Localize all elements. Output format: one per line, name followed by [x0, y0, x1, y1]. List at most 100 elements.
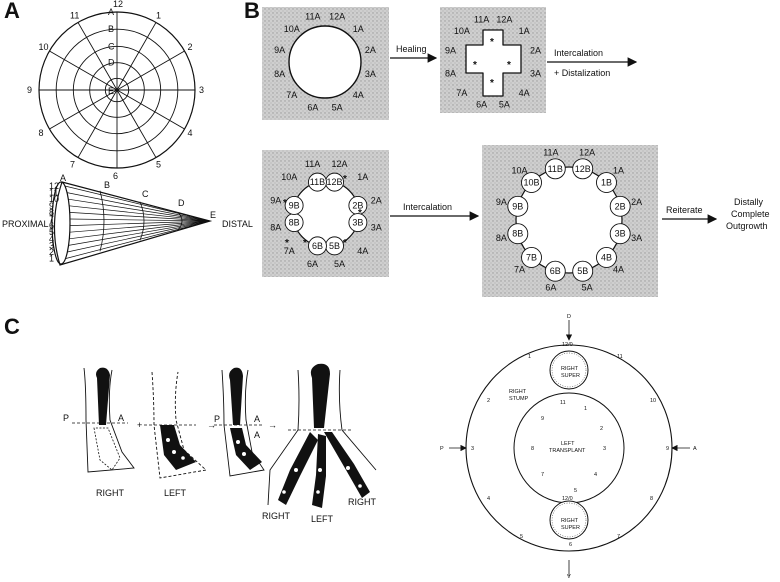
map-number: 10	[650, 398, 656, 404]
b-label: 11B	[548, 164, 563, 174]
svg-text:*: *	[473, 60, 477, 71]
stump-label: 12A	[329, 12, 345, 22]
ring-letter: C	[108, 41, 115, 51]
b-label: 8B	[289, 218, 300, 228]
clock-number: 10	[39, 42, 49, 52]
label-right-1: RIGHT	[96, 488, 125, 498]
clock-number: 2	[187, 42, 192, 52]
b-circle	[544, 158, 566, 180]
stump-label: 9A	[496, 197, 507, 207]
map-inner-number: 3	[603, 446, 606, 452]
svg-text:TRANSPLANT: TRANSPLANT	[549, 448, 586, 454]
stump-label: 12A	[331, 159, 347, 169]
stump-label: 5A	[332, 102, 343, 112]
map-number: 11	[617, 354, 623, 360]
stump-label: 6A	[545, 283, 556, 293]
outcome-line-2: Complete	[731, 209, 770, 219]
stump-label: 5A	[582, 283, 593, 293]
map-inner-number: 4	[594, 472, 597, 478]
map-inner-number: 7	[541, 472, 544, 478]
label-a-1: A	[118, 413, 124, 423]
stump-square-4: 12A1A2A3A4A5A6A7A8A9A10A11A12B1B2B3B4B5B…	[482, 145, 658, 297]
proximal-label: PROXIMAL	[2, 219, 49, 229]
map-number: 5	[520, 534, 523, 540]
map-inner-number: 5	[574, 488, 577, 494]
cone-number: 5	[49, 227, 54, 237]
b-label: 2B	[615, 201, 626, 211]
b-circle	[609, 223, 631, 245]
b-circle	[284, 196, 304, 215]
b-label: 9B	[289, 200, 300, 210]
b-circle	[521, 247, 542, 268]
intercalation-label-1: Intercalation	[554, 48, 603, 58]
svg-text:→: →	[207, 420, 216, 430]
b-circle	[308, 172, 327, 192]
map-number: 1	[528, 354, 531, 360]
stump-label: 7A	[286, 90, 297, 100]
label-right-final-1: RIGHT	[262, 511, 291, 521]
stump-label: 3A	[365, 69, 376, 79]
reiterate-label: Reiterate	[666, 205, 703, 215]
map-v-bottom: V	[567, 574, 571, 580]
svg-text:A: A	[254, 414, 260, 424]
cone-number: 7	[49, 214, 54, 224]
cone-number: 1	[49, 254, 54, 264]
outcome-line-3: Outgrowth	[726, 221, 768, 231]
intercalation-star: *	[283, 198, 287, 209]
cone-number: 12	[49, 181, 59, 191]
stump-label: 9A	[274, 45, 285, 55]
b-circle	[596, 172, 617, 193]
intercalation-star: *	[285, 238, 289, 249]
cone-number: 6	[49, 221, 54, 231]
map-number: 7	[617, 534, 620, 540]
distal-label: DISTAL	[222, 219, 253, 229]
distal-letter: E	[210, 210, 216, 220]
limb-sequence: P A RIGHT + LEFT → P A A →	[63, 363, 377, 524]
map-number: 9	[666, 446, 669, 452]
clock-number: 6	[113, 171, 118, 181]
b-circle	[572, 260, 594, 282]
stump-label: 8A	[496, 233, 507, 243]
map-top-label: 12/0	[562, 342, 573, 348]
b-label: 6B	[312, 241, 323, 251]
panel-letter-b: B	[244, 0, 260, 23]
stump-label: 10A	[284, 24, 300, 34]
map-number: 2	[487, 398, 490, 404]
map-inner-number: 2	[600, 426, 603, 432]
svg-text:SUPER: SUPER	[561, 373, 580, 379]
stump-label: 9A	[445, 46, 456, 56]
panel-letter-c: C	[4, 314, 20, 339]
stump-label: 5A	[499, 100, 510, 110]
map-right-super-bottom: RIGHT	[561, 518, 579, 524]
b-circle	[544, 260, 566, 282]
stump-label: 8A	[445, 68, 456, 78]
map-number: 8	[650, 496, 653, 502]
clock-number: 9	[27, 85, 32, 95]
b-label: 4B	[601, 252, 612, 262]
svg-text:STUMP: STUMP	[509, 396, 529, 402]
b-label: 2B	[352, 200, 363, 210]
stump-label: 2A	[365, 45, 376, 55]
stump-label: 1A	[353, 24, 364, 34]
limb-supernumerary-result: RIGHT LEFT RIGHT	[262, 363, 377, 524]
map-d-top: D	[567, 314, 571, 320]
map-number: 4	[487, 496, 490, 502]
b-label: 3B	[615, 229, 626, 239]
ring-letter: E	[108, 86, 114, 96]
b-label: 11B	[310, 177, 325, 187]
ring-letter: D	[108, 58, 115, 68]
svg-text:*: *	[490, 37, 494, 48]
stump-label: 11A	[305, 159, 320, 169]
label-left-final: LEFT	[311, 514, 334, 524]
clock-number: 1	[156, 11, 161, 21]
svg-text:SUPER: SUPER	[561, 525, 580, 531]
cone-number: 8	[49, 207, 54, 217]
stump-label: 4A	[357, 246, 368, 256]
label-left-1: LEFT	[164, 488, 187, 498]
map-right-super-top: RIGHT	[561, 366, 579, 372]
b-label: 5B	[577, 266, 588, 276]
panel-letter-a: A	[4, 0, 20, 23]
